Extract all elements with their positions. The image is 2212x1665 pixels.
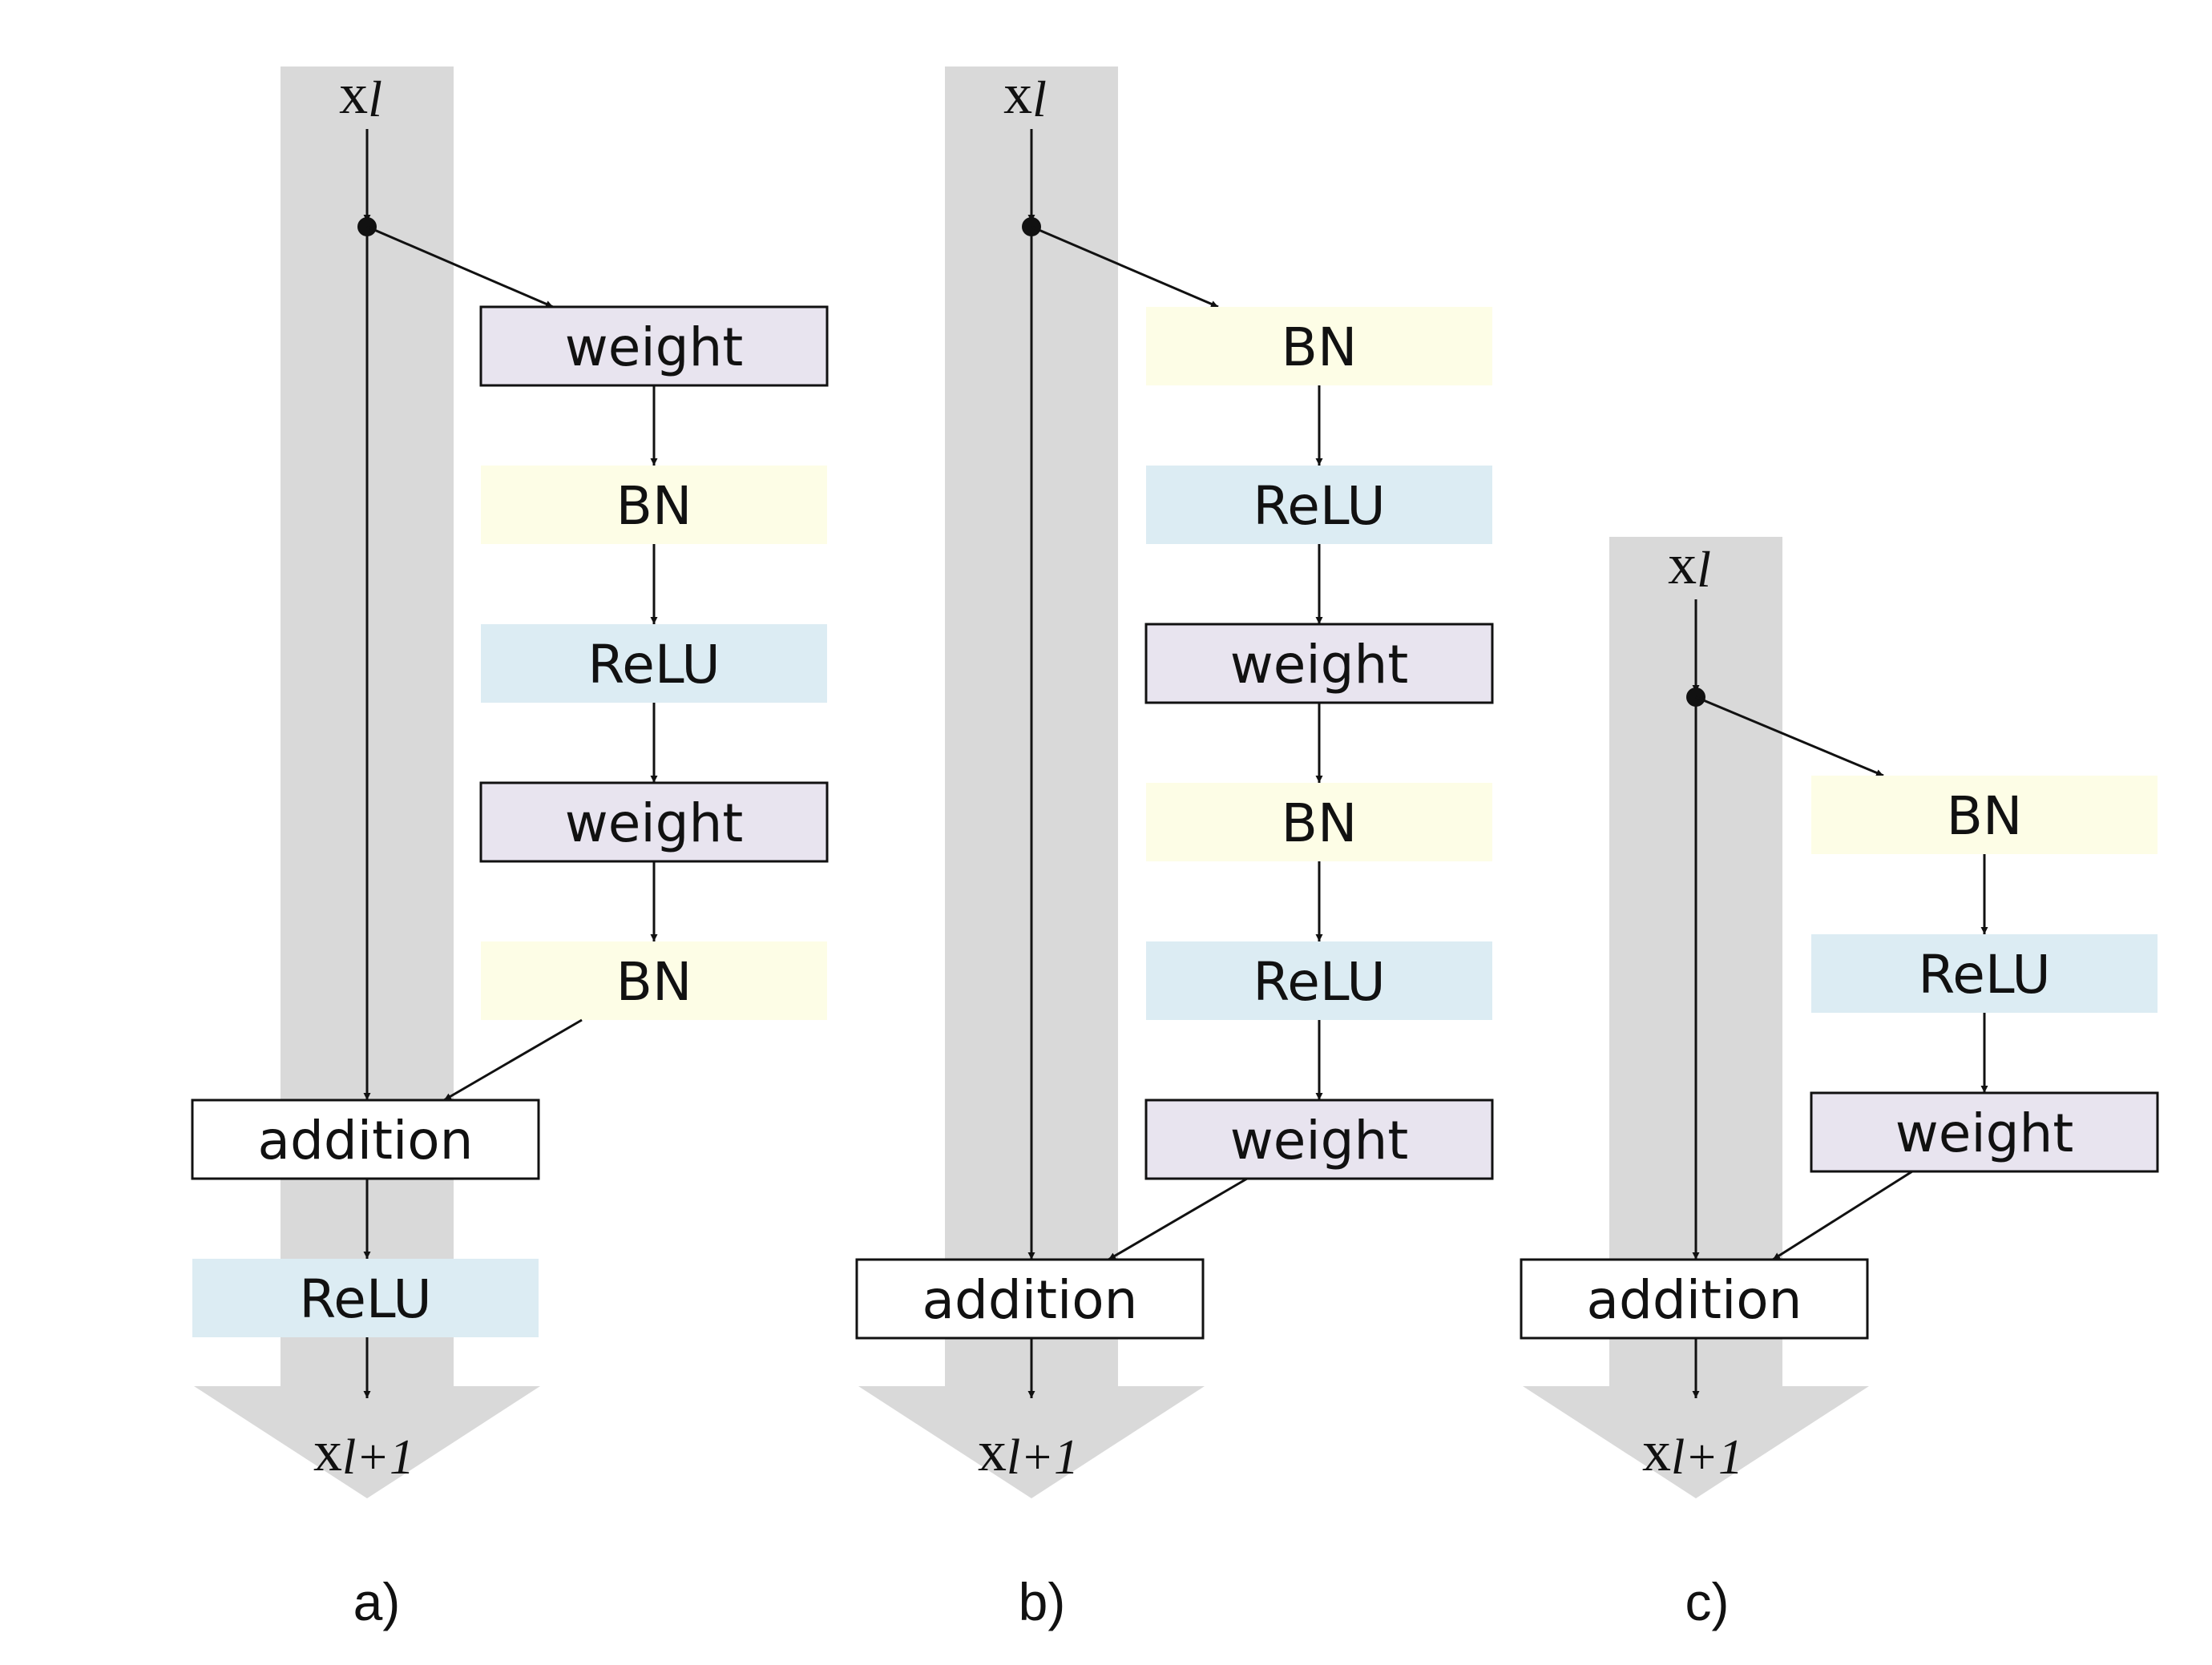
bn-block xyxy=(1146,307,1492,385)
addition-label: addition xyxy=(258,1110,474,1171)
bn-block xyxy=(481,941,827,1020)
bn-label: BN xyxy=(1947,785,2023,847)
input-label: xl xyxy=(1003,62,1047,127)
output-base: x xyxy=(978,1419,1007,1483)
weight-label: weight xyxy=(1895,1103,2074,1164)
weight-block xyxy=(1810,1091,2159,1173)
relu-block xyxy=(1146,466,1492,544)
output-subscript: l+1 xyxy=(342,1430,414,1485)
post-relu-block xyxy=(192,1259,539,1337)
relu-label: ReLU xyxy=(1253,951,1385,1013)
bn-block xyxy=(481,466,827,544)
output-subscript: l+1 xyxy=(1671,1430,1743,1485)
bn-label: BN xyxy=(616,951,692,1013)
merge-arrow xyxy=(443,1018,583,1102)
weight-block xyxy=(479,305,829,387)
output-base: x xyxy=(313,1419,342,1483)
output-base: x xyxy=(1642,1419,1671,1483)
weight-block xyxy=(1144,1099,1494,1180)
input-base: x xyxy=(1003,62,1032,126)
weight-label: weight xyxy=(1230,1110,1409,1171)
bn-label: BN xyxy=(1282,316,1358,378)
branch-arrow xyxy=(1695,695,1884,777)
output-label: xl+1 xyxy=(978,1419,1079,1485)
input-base: x xyxy=(339,62,368,126)
input-label: xl xyxy=(339,62,382,127)
addition-label: addition xyxy=(1587,1269,1802,1331)
addition-block xyxy=(191,1099,540,1180)
input-label: xl xyxy=(1668,532,1711,598)
addition-block xyxy=(1520,1258,1869,1340)
relu-label: ReLU xyxy=(1918,944,2050,1006)
merge-arrow xyxy=(1108,1177,1248,1261)
panel-caption: b) xyxy=(1019,1572,1066,1631)
output-label: xl+1 xyxy=(313,1419,414,1485)
bn-block xyxy=(1146,783,1492,861)
output-label: xl+1 xyxy=(1642,1419,1743,1485)
weight-label: weight xyxy=(1230,634,1409,695)
addition-block xyxy=(855,1258,1205,1340)
relu-block xyxy=(1146,941,1492,1020)
input-subscript: l xyxy=(1697,541,1711,598)
panel-caption: c) xyxy=(1685,1572,1730,1631)
output-chevron xyxy=(1523,1386,1869,1498)
bn-block xyxy=(1811,776,2158,854)
post-relu-label: ReLU xyxy=(299,1268,431,1330)
weight-label: weight xyxy=(565,792,744,854)
panel-caption: a) xyxy=(353,1572,401,1631)
bn-label: BN xyxy=(1282,792,1358,854)
output-chevron xyxy=(858,1386,1205,1498)
output-chevron xyxy=(194,1386,540,1498)
input-subscript: l xyxy=(368,71,382,127)
relu-label: ReLU xyxy=(1253,475,1385,537)
bn-label: BN xyxy=(616,475,692,537)
input-subscript: l xyxy=(1032,71,1047,127)
input-base: x xyxy=(1668,532,1697,596)
merge-arrow xyxy=(1772,1170,1913,1261)
branch-arrow xyxy=(366,225,554,308)
weight-label: weight xyxy=(565,316,744,378)
output-subscript: l+1 xyxy=(1007,1430,1079,1485)
branch-arrow xyxy=(1031,225,1219,308)
relu-label: ReLU xyxy=(587,634,720,695)
relu-block xyxy=(481,624,827,703)
addition-label: addition xyxy=(922,1269,1138,1331)
weight-block xyxy=(1144,623,1494,704)
relu-block xyxy=(1811,934,2158,1013)
